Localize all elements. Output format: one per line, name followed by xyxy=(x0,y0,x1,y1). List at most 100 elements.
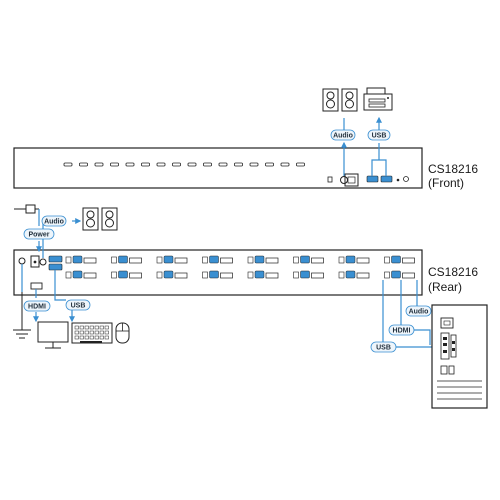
rear-power-tag: Power xyxy=(23,228,55,240)
rear-audio-port xyxy=(384,271,390,279)
rear-hdmi-port xyxy=(174,272,188,279)
rear-audio-port xyxy=(111,256,117,264)
rear-hdmi-tag: HDMI xyxy=(23,300,51,312)
keyboard-key xyxy=(84,325,89,330)
rear-usb-tag-label: USB xyxy=(71,303,86,310)
keyboard-key xyxy=(84,330,89,335)
rear-audio-port xyxy=(65,271,72,279)
rear-audio-port xyxy=(338,271,345,279)
rear-usb-port xyxy=(391,270,401,279)
right-usb-tag: USB xyxy=(370,341,397,353)
rear-usb-port xyxy=(209,255,219,264)
right-audio-tag: Audio xyxy=(405,305,432,317)
rear-audio-port xyxy=(293,271,299,279)
front-usb-port-2 xyxy=(380,175,393,183)
front-port-led xyxy=(265,162,274,167)
keyboard-key xyxy=(74,335,79,340)
rear-usb-port xyxy=(72,270,83,279)
keyboard-key xyxy=(89,325,94,330)
speakers-icon xyxy=(82,207,118,231)
front-port-led xyxy=(79,162,88,167)
speakers-icon xyxy=(322,88,358,112)
front-port-led xyxy=(63,162,73,167)
keyboard-key xyxy=(94,330,99,335)
rear-hdmi-port xyxy=(129,257,142,264)
rear-usb-port xyxy=(345,270,356,279)
rear-hdmi-port xyxy=(83,257,97,264)
rear-audio-tag-label: Audio xyxy=(44,219,64,226)
keyboard-key xyxy=(74,325,79,330)
front-port-led xyxy=(94,162,104,167)
keyboard-key xyxy=(104,335,109,340)
right-hdmi-tag-label: HDMI xyxy=(393,328,411,335)
rear-hdmi-port xyxy=(402,257,415,264)
front-port-led xyxy=(172,162,181,167)
front-port-led xyxy=(203,162,212,167)
rear-usb-port xyxy=(391,255,401,264)
rear-power-tag-label: Power xyxy=(28,232,49,239)
rear-usb-port xyxy=(300,255,310,264)
rear-audio-tag: Audio xyxy=(41,215,67,227)
rear-audio-port xyxy=(202,256,208,264)
printer-icon xyxy=(363,87,393,111)
rear-usb-port xyxy=(163,255,174,264)
front-panel xyxy=(13,147,423,189)
rear-usb-port xyxy=(163,270,174,279)
front-port-led xyxy=(141,162,150,167)
keyboard-key xyxy=(89,335,94,340)
right-hdmi-tag: HDMI xyxy=(388,324,415,336)
rear-audio-port xyxy=(384,256,390,264)
front-port-led xyxy=(280,162,290,167)
rear-audio-jack xyxy=(39,258,47,266)
rear-usb-port xyxy=(118,270,128,279)
rear-usb-port xyxy=(72,255,83,264)
front-model-label: CS18216 xyxy=(428,162,478,176)
keyboard-key xyxy=(94,335,99,340)
rear-usb-port xyxy=(118,255,128,264)
keyboard-key xyxy=(79,335,84,340)
rear-hdmi-port xyxy=(265,272,279,279)
front-usb-port-1 xyxy=(366,175,379,183)
rear-usb-port xyxy=(345,255,356,264)
rear-hdmi-port xyxy=(174,257,188,264)
keyboard-key xyxy=(79,330,84,335)
rear-usb-port-1 xyxy=(48,255,63,263)
rear-hdmi-port xyxy=(265,257,279,264)
front-usb-tag-label: USB xyxy=(372,133,387,140)
rear-panel xyxy=(13,249,423,296)
rear-audio-port xyxy=(156,271,163,279)
rear-usb-port xyxy=(300,270,310,279)
keyboard-key xyxy=(89,330,94,335)
front-audio-tag: Audio xyxy=(330,129,356,141)
rear-usb-tag: USB xyxy=(65,299,91,311)
front-port-led xyxy=(110,162,119,167)
front-port-led xyxy=(156,162,166,167)
front-port-led xyxy=(249,162,259,167)
front-port-led xyxy=(125,162,135,167)
rear-hdmi-port xyxy=(83,272,97,279)
keyboard-key xyxy=(104,325,109,330)
front-port-led xyxy=(187,162,197,167)
rear-audio-port xyxy=(111,271,117,279)
plug-icon xyxy=(14,204,39,214)
rear-hdmi-tag-label: HDMI xyxy=(28,304,46,311)
front-ethernet-port xyxy=(344,173,359,187)
rear-hdmi-port xyxy=(311,272,324,279)
rear-hdmi-port xyxy=(402,272,415,279)
monitor-icon xyxy=(37,321,69,349)
front-reset-button xyxy=(403,176,409,182)
keyboard-key xyxy=(99,325,104,330)
right-audio-tag-label: Audio xyxy=(409,309,429,316)
ground-icon xyxy=(13,292,31,339)
rear-usb-port xyxy=(254,270,265,279)
rear-side-label: (Rear) xyxy=(428,280,462,294)
rear-power-socket xyxy=(30,255,40,268)
keyboard-key xyxy=(99,335,104,340)
rear-hdmi-port xyxy=(311,257,324,264)
front-usb-tag: USB xyxy=(367,129,391,141)
rear-usb-port xyxy=(254,255,265,264)
rear-audio-port xyxy=(65,256,72,264)
rear-audio-port xyxy=(202,271,208,279)
rear-port-groups xyxy=(65,255,415,279)
